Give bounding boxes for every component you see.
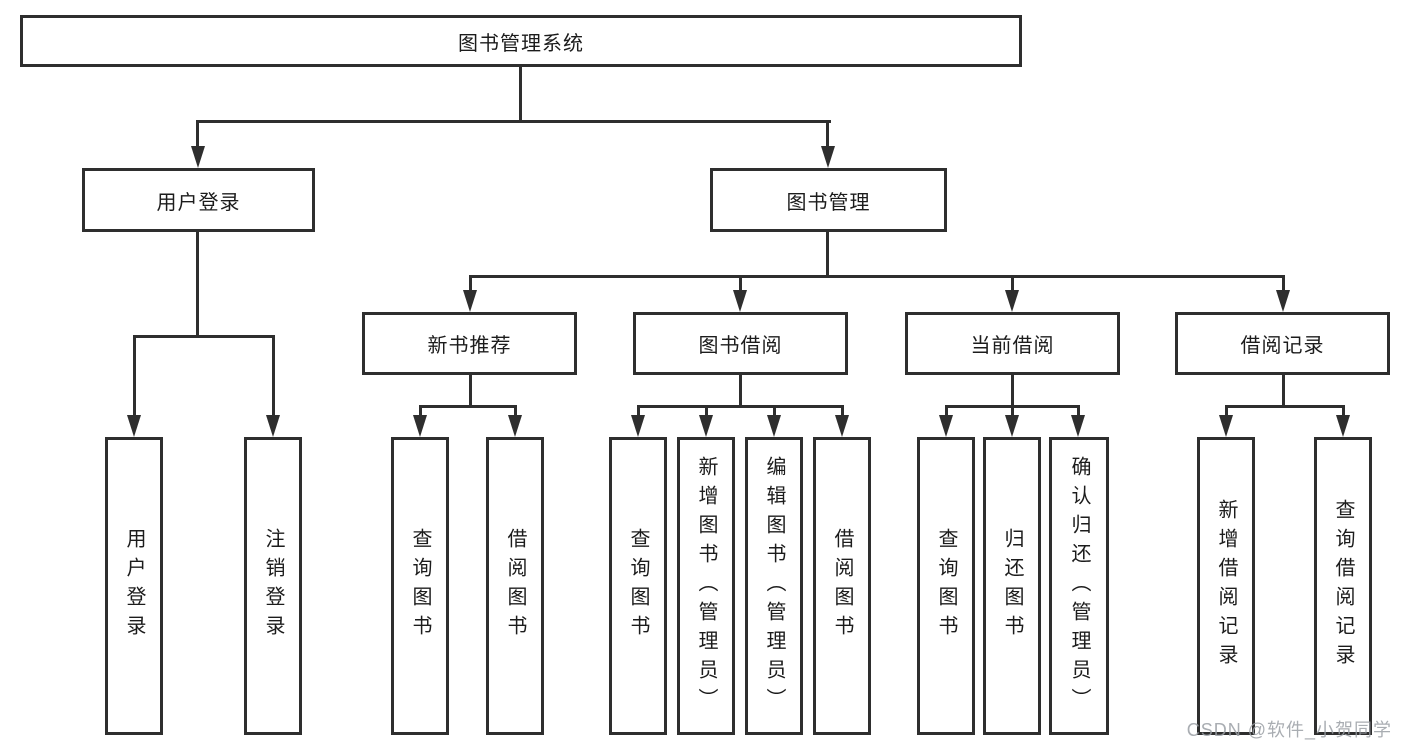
connector-line	[519, 67, 522, 121]
connector-line	[1011, 375, 1014, 408]
node-label: 当前借阅	[970, 335, 1055, 357]
node-current-borrow: 当前借阅	[905, 312, 1120, 375]
connector-line	[1225, 405, 1345, 408]
leaf-return-books: 归还图书	[983, 437, 1041, 735]
arrowhead-down-icon	[631, 415, 645, 437]
leaf-label: 确认归还（管理员）	[1068, 455, 1090, 717]
connector-line	[841, 405, 844, 418]
leaf-label: 查询图书	[409, 528, 431, 644]
connector-line	[1342, 405, 1345, 418]
connector-line	[419, 405, 517, 408]
leaf-confirm-return-admin: 确认归还（管理员）	[1049, 437, 1109, 735]
leaf-label: 归还图书	[1001, 528, 1023, 644]
arrowhead-down-icon	[1219, 415, 1233, 437]
leaf-label: 查询图书	[935, 528, 957, 644]
connector-line	[1077, 405, 1080, 418]
arrowhead-down-icon	[821, 146, 835, 168]
node-label: 图书管理系统	[458, 32, 584, 55]
leaf-borrow-books: 借阅图书	[813, 437, 871, 735]
arrowhead-down-icon	[508, 415, 522, 437]
arrowhead-down-icon	[463, 290, 477, 312]
node-book-borrow: 图书借阅	[633, 312, 848, 375]
connector-line	[469, 275, 472, 292]
node-label: 用户登录	[156, 191, 241, 214]
connector-line	[1282, 375, 1285, 408]
node-book-management: 图书管理	[710, 168, 947, 232]
node-new-book-recommend: 新书推荐	[362, 312, 577, 375]
leaf-query-books-current: 查询图书	[917, 437, 975, 735]
connector-line	[419, 405, 422, 418]
node-label: 图书管理	[786, 191, 871, 214]
leaf-label: 新增借阅记录	[1215, 499, 1237, 673]
arrowhead-down-icon	[939, 415, 953, 437]
arrowhead-down-icon	[1005, 415, 1019, 437]
connector-line	[1225, 405, 1228, 418]
connector-line	[1011, 275, 1014, 292]
connector-line	[705, 405, 708, 418]
arrowhead-down-icon	[1336, 415, 1350, 437]
connector-line	[196, 232, 199, 338]
leaf-label: 查询图书	[627, 528, 649, 644]
arrowhead-down-icon	[413, 415, 427, 437]
leaf-query-books-recommend: 查询图书	[391, 437, 449, 735]
node-borrow-records: 借阅记录	[1175, 312, 1390, 375]
arrowhead-down-icon	[191, 146, 205, 168]
leaf-label: 注销登录	[262, 528, 284, 644]
connector-line	[739, 275, 742, 292]
arrowhead-down-icon	[733, 290, 747, 312]
arrowhead-down-icon	[1276, 290, 1290, 312]
node-label: 图书借阅	[698, 335, 783, 357]
arrowhead-down-icon	[1071, 415, 1085, 437]
connector-line	[133, 335, 275, 338]
arrowhead-down-icon	[835, 415, 849, 437]
connector-line	[133, 335, 136, 419]
leaf-user-login: 用户登录	[105, 437, 163, 735]
node-root-library-system: 图书管理系统	[20, 15, 1022, 67]
connector-line	[514, 405, 517, 418]
arrowhead-down-icon	[266, 415, 280, 437]
node-label: 借阅记录	[1240, 335, 1325, 357]
arrowhead-down-icon	[767, 415, 781, 437]
leaf-add-borrow-record: 新增借阅记录	[1197, 437, 1255, 735]
arrowhead-down-icon	[1005, 290, 1019, 312]
leaf-label: 用户登录	[123, 528, 145, 644]
leaf-add-book-admin: 新增图书（管理员）	[677, 437, 735, 735]
leaf-label: 借阅图书	[504, 528, 526, 644]
leaf-logout: 注销登录	[244, 437, 302, 735]
leaf-label: 借阅图书	[831, 528, 853, 644]
connector-line	[469, 375, 472, 408]
leaf-edit-book-admin: 编辑图书（管理员）	[745, 437, 803, 735]
connector-line	[1011, 405, 1014, 418]
node-user-login: 用户登录	[82, 168, 315, 232]
node-label: 新书推荐	[427, 335, 512, 357]
connector-line	[826, 120, 829, 148]
leaf-label: 编辑图书（管理员）	[763, 455, 785, 717]
connector-line	[945, 405, 948, 418]
leaf-label: 查询借阅记录	[1332, 499, 1354, 673]
leaf-label: 新增图书（管理员）	[695, 455, 717, 717]
connector-line	[196, 120, 199, 148]
connector-line	[1282, 275, 1285, 292]
connector-line	[826, 232, 829, 278]
leaf-query-borrow-record: 查询借阅记录	[1314, 437, 1372, 735]
leaf-borrow-books-recommend: 借阅图书	[486, 437, 544, 735]
connector-line	[773, 405, 776, 418]
connector-line	[469, 275, 1285, 278]
connector-line	[739, 375, 742, 408]
connector-line	[197, 120, 831, 123]
connector-line	[272, 335, 275, 419]
connector-line	[637, 405, 844, 408]
arrowhead-down-icon	[127, 415, 141, 437]
leaf-query-books-borrow: 查询图书	[609, 437, 667, 735]
connector-line	[637, 405, 640, 418]
arrowhead-down-icon	[699, 415, 713, 437]
